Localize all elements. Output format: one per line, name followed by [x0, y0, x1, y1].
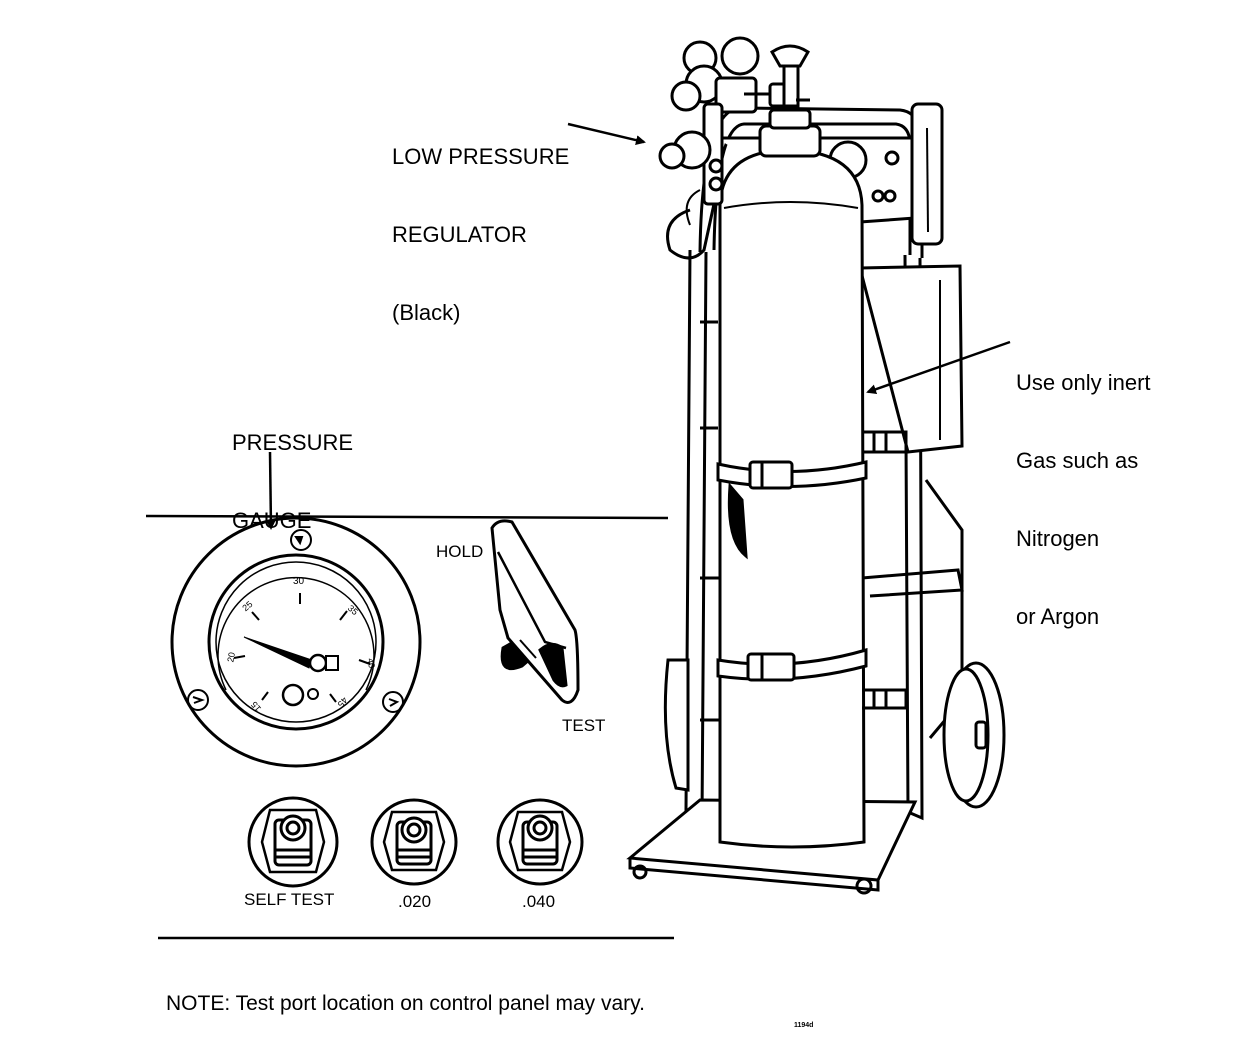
figure-code: 1194d — [794, 1022, 814, 1029]
cart-wheel — [663, 658, 1006, 809]
self-test-port — [247, 796, 339, 888]
label-line: GAUGE — [232, 508, 312, 533]
label-line: Use only inert — [1016, 370, 1151, 395]
gauge-screw — [382, 691, 404, 713]
hold-test-lever — [490, 519, 580, 704]
pressure-gauge: 25 35 20 40 15 45 — [170, 516, 422, 768]
pressure-gauge-label: PRESSURE GAUGE — [232, 378, 353, 560]
gauge-scale-label: 30 — [293, 576, 305, 587]
gauge-screw — [290, 529, 312, 551]
hold-label: HOLD — [436, 542, 484, 561]
svg-text:45: 45 — [336, 695, 350, 709]
arrow-to-cylinder — [866, 340, 1011, 395]
leader-arrows — [265, 122, 1011, 530]
port-label-040: .040 — [522, 892, 556, 911]
svg-text:15: 15 — [249, 700, 263, 714]
test-label: TEST — [562, 716, 606, 735]
label-line: or Argon — [1016, 604, 1100, 629]
port-020 — [370, 798, 458, 886]
note-text: NOTE: Test port location on control pane… — [166, 992, 645, 1015]
low-pressure-regulator-label: LOW PRESSURE REGULATOR (Black) — [392, 92, 569, 352]
svg-text:20: 20 — [225, 651, 237, 663]
label-line: LOW PRESSURE — [392, 144, 570, 169]
port-label-self-test: SELF TEST — [244, 890, 335, 909]
svg-text:40: 40 — [365, 657, 377, 669]
label-line: REGULATOR — [392, 222, 527, 247]
svg-text:35: 35 — [346, 603, 360, 617]
port-label-020: .020 — [398, 892, 432, 911]
gas-cylinder — [716, 108, 908, 849]
label-line: PRESSURE — [232, 430, 354, 455]
regulator-assembly — [658, 36, 810, 260]
label-line: Nitrogen — [1016, 526, 1100, 551]
arrow-to-gauge — [265, 451, 276, 530]
port-040 — [496, 798, 584, 886]
panel-top-edge — [145, 514, 669, 520]
svg-text:25: 25 — [240, 599, 254, 613]
gauge-screw — [187, 689, 209, 711]
label-line: Gas such as — [1016, 448, 1139, 473]
label-line: (Black) — [392, 300, 461, 325]
inert-gas-label: Use only inert Gas such as Nitrogen or A… — [1016, 318, 1151, 656]
arrow-to-regulator — [567, 122, 646, 146]
control-panel — [145, 514, 674, 940]
